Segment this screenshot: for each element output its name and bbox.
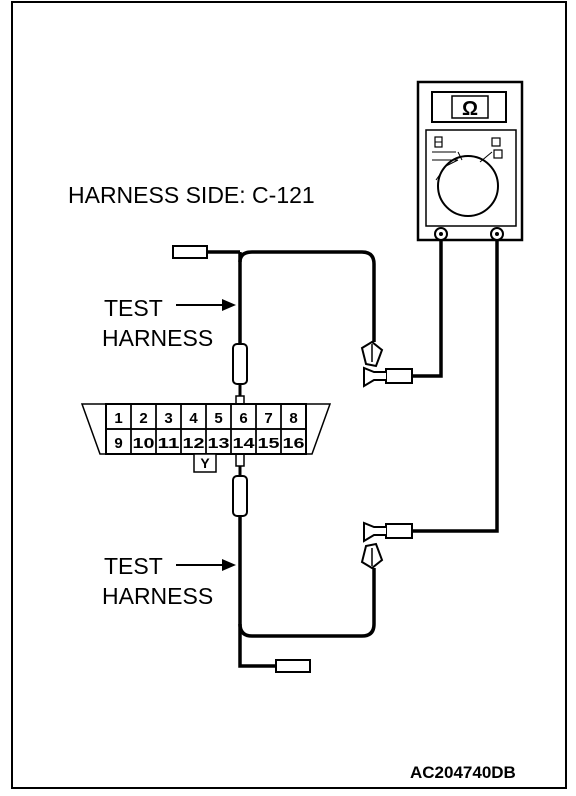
- pin-label-11: 11: [158, 435, 180, 452]
- test-harness-top-line2: HARNESS: [102, 325, 213, 351]
- pin-label-4: 4: [189, 410, 198, 427]
- ohm-symbol: Ω: [462, 98, 478, 120]
- lower-probe-clip: [360, 521, 413, 570]
- pin-label-7: 7: [264, 410, 272, 427]
- pin-cell: [280, 428, 307, 455]
- meter-lead-upper: [412, 240, 443, 378]
- arrow-bottom: [176, 559, 236, 571]
- pin-label-6: 6: [239, 410, 247, 427]
- pin-label-15: 15: [258, 435, 280, 452]
- ohmmeter: Ω: [416, 80, 524, 242]
- pin-label-8: 8: [289, 410, 297, 427]
- figure-id: AC204740DB: [410, 763, 516, 782]
- test-harness-bottom-line2: HARNESS: [102, 583, 213, 609]
- pin-label-10: 10: [133, 435, 155, 452]
- figure-frame: [11, 1, 567, 789]
- upper-probe-clip: [360, 340, 413, 388]
- key-box: [193, 453, 217, 473]
- pin-label-2: 2: [139, 410, 147, 427]
- pin-label-13: 13: [208, 435, 230, 452]
- pin-label-14: 14: [233, 435, 256, 452]
- pin-label-5: 5: [214, 410, 222, 427]
- pin-label-12: 12: [183, 435, 205, 452]
- test-harness-bottom-line1: TEST: [104, 553, 163, 579]
- key-label: Y: [200, 455, 210, 471]
- lower-test-harness: [232, 451, 376, 673]
- test-harness-top-line1: TEST: [104, 295, 163, 321]
- harness-side-label: HARNESS SIDE: C-121: [68, 182, 315, 208]
- pin-label-1: 1: [114, 410, 122, 427]
- selector-dial: [437, 155, 499, 217]
- arrow-top: [176, 299, 236, 311]
- pin-label-16: 16: [283, 435, 305, 452]
- meter-lead-lower: [412, 240, 499, 533]
- pin-label-9: 9: [114, 435, 122, 452]
- pin-label-3: 3: [164, 410, 172, 427]
